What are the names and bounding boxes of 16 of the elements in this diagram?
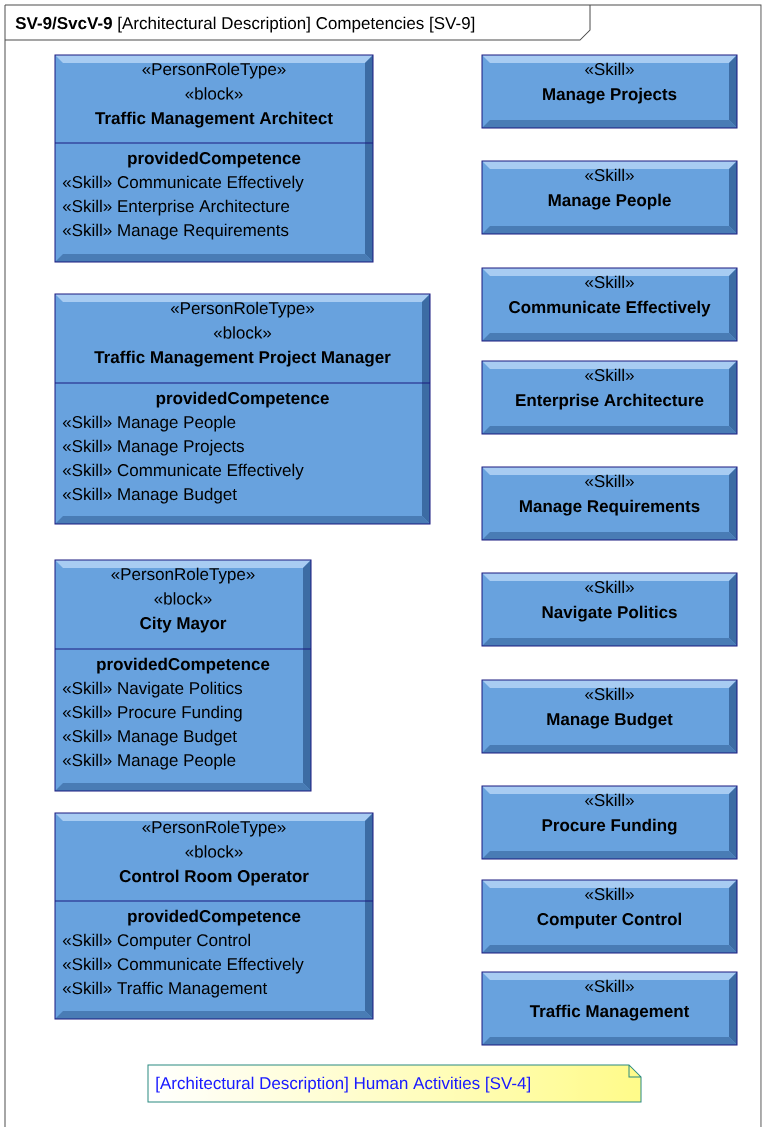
note-box: [Architectural Description] Human Activities [SV-4] [147, 1064, 642, 1103]
skill-box: «Skill» Manage People [481, 160, 738, 235]
skill-box: «Skill» Computer Control [481, 879, 738, 954]
skill-box: «Skill» Enterprise Architecture [481, 360, 738, 435]
skill-box: «Skill» Manage Projects [481, 54, 738, 129]
block-box: «PersonRoleType» «block» Traffic Management Architect providedCompetence «Skill» Communicate Effectively «Skill» Enterprise Architecture «Skill» Manage Requirements [54, 54, 374, 263]
frame-title-tab: SV-9/SvcV-9 [Architectural Description] Competencies [SV-9] [4, 4, 591, 41]
block-box: «PersonRoleType» «block» Traffic Management Project Manager providedCompetence «Skill» Manage People «Skill» Manage Projects «Skill» Communicate Effectively «Skill» Manage Budget [54, 293, 431, 525]
skill-box: «Skill» Manage Budget [481, 679, 738, 754]
skill-box: «Skill» Communicate Effectively [481, 267, 738, 342]
block-box: «PersonRoleType» «block» Control Room Operator providedCompetence «Skill» Computer Control «Skill» Communicate Effectively «Skill» Traffic Management [54, 812, 374, 1020]
block-box: «PersonRoleType» «block» City Mayor providedCompetence «Skill» Navigate Politics «Skill» Procure Funding «Skill» Manage Budget «Skill» Manage People [54, 559, 312, 792]
skill-box: «Skill» Navigate Politics [481, 572, 738, 647]
skill-box: «Skill» Traffic Management [481, 971, 738, 1046]
skill-box: «Skill» Manage Requirements [481, 466, 738, 541]
skill-box: «Skill» Procure Funding [481, 785, 738, 860]
